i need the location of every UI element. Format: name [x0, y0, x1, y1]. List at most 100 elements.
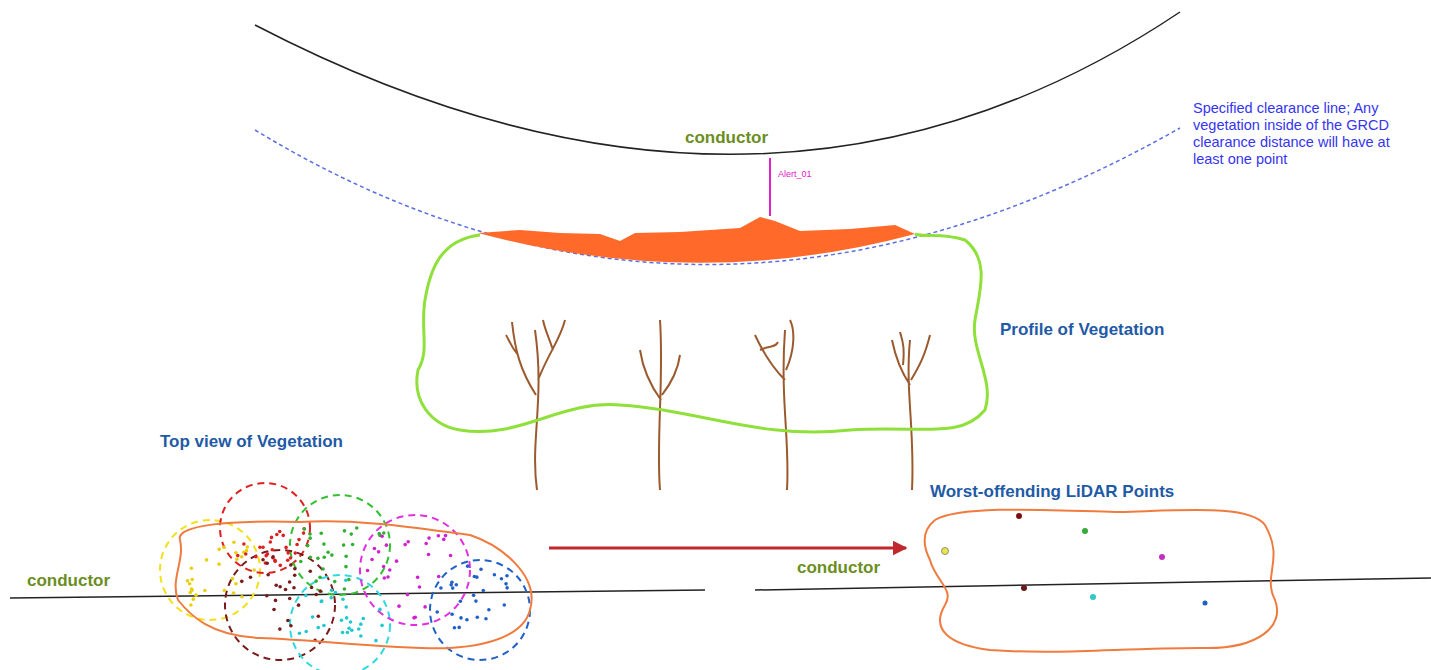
lidar-point: [232, 591, 236, 595]
lidar-point: [254, 555, 258, 559]
lidar-point: [302, 531, 306, 535]
lidar-point: [240, 595, 244, 599]
lidar-point: [308, 532, 312, 536]
lidar-point: [349, 620, 353, 624]
lidar-point: [435, 610, 439, 614]
lidar-point: [355, 526, 359, 530]
lidar-point: [479, 567, 483, 571]
clearance-line: [255, 128, 1180, 265]
lidar-point: [317, 614, 321, 618]
lidar-point: [459, 599, 463, 603]
lidar-point: [289, 624, 293, 628]
lidar-point: [424, 542, 428, 546]
lidar-point: [308, 569, 312, 573]
lidar-point: [350, 628, 354, 632]
lidar-point: [451, 586, 455, 590]
lidar-point: [242, 542, 246, 546]
trees: [506, 320, 930, 490]
lidar-point: [383, 576, 387, 580]
lidar-point: [500, 577, 504, 581]
lidar-point: [188, 582, 192, 586]
lidar-point: [362, 617, 366, 621]
lidar-point: [505, 586, 509, 590]
lidar-point: [265, 594, 269, 598]
lidar-point: [450, 612, 454, 616]
lidar-point: [341, 597, 345, 601]
lidar-point: [346, 631, 350, 635]
lidar-point: [293, 573, 297, 577]
vegetation-top-view: Top view of Vegetation: [155, 432, 545, 654]
lidar-point: [484, 617, 488, 621]
lidar-point: [240, 580, 244, 584]
lidar-point: [274, 599, 278, 603]
alert-line: [769, 158, 771, 216]
node-outline: [910, 480, 1290, 658]
lidar-point: [270, 548, 274, 552]
lidar-point: [319, 531, 323, 535]
lidar-point: [347, 578, 351, 582]
lidar-point: [289, 556, 293, 560]
lidar-point: [344, 605, 348, 609]
lidar-point: [314, 579, 318, 583]
search-circle: [290, 495, 390, 595]
lidar-point: [357, 627, 361, 631]
lidar-point: [380, 624, 384, 628]
search-circle: [290, 575, 390, 670]
lidar-point: [374, 639, 378, 643]
lidar-point: [472, 594, 476, 598]
lidar-point: [382, 565, 386, 569]
lidar-point: [231, 577, 235, 581]
lidar-point: [286, 558, 290, 562]
lidar-point: [457, 626, 461, 630]
lidar-point: [244, 552, 248, 556]
search-circle: [160, 520, 260, 620]
lidar-point: [333, 580, 337, 584]
vegetation-profile: Profile of Vegetation: [415, 225, 1190, 447]
flow-arrow: [549, 547, 906, 550]
lidar-point: [284, 588, 288, 592]
lidar-point: [481, 589, 485, 593]
lidar-point: [345, 616, 349, 620]
lidar-point: [190, 566, 194, 570]
lidar-point: [297, 538, 301, 542]
node-title: Worst-offending LiDAR Points: [930, 482, 1174, 502]
lidar-point: [217, 548, 221, 552]
conductor-label: conductor: [683, 128, 770, 148]
lidar-point: [203, 589, 207, 593]
lidar-point: [297, 603, 301, 607]
search-circles: [160, 483, 530, 670]
lidar-point: [359, 634, 363, 638]
lidar-point: [192, 597, 196, 601]
lidar-point: [386, 575, 390, 579]
lidar-point: [265, 561, 269, 565]
lidar-point: [318, 576, 322, 580]
lidar-point: [344, 554, 348, 558]
lidar-point: [344, 578, 348, 582]
lidar-point: [235, 557, 239, 561]
conductor-label: conductor: [795, 558, 882, 578]
lidar-point: [475, 615, 479, 619]
lidar-point: [295, 543, 299, 547]
lidar-point: [370, 558, 374, 562]
lidar-point: [194, 593, 198, 597]
lidar-point: [403, 543, 407, 547]
lidar-point: [474, 599, 478, 603]
outline-path: [417, 234, 988, 432]
lidar-point: [320, 599, 324, 603]
lidar-point: [189, 603, 193, 607]
clearance-note: Specified clearance line; Any vegetation…: [1193, 100, 1418, 168]
lidar-point: [342, 543, 346, 547]
lidar-point: [377, 532, 381, 536]
lidar-point: [454, 583, 458, 587]
lidar-point: [308, 555, 312, 559]
node-title: Top view of Vegetation: [160, 432, 343, 452]
lidar-point: [319, 589, 323, 593]
search-circle: [220, 483, 310, 573]
lidar-point: [437, 575, 441, 579]
lidar-point: [298, 631, 302, 635]
lidar-point: [504, 582, 508, 586]
lidar-point: [378, 608, 382, 612]
lidar-point: [412, 616, 416, 620]
lidar-point: [270, 536, 274, 540]
lidar-point: [314, 593, 318, 597]
